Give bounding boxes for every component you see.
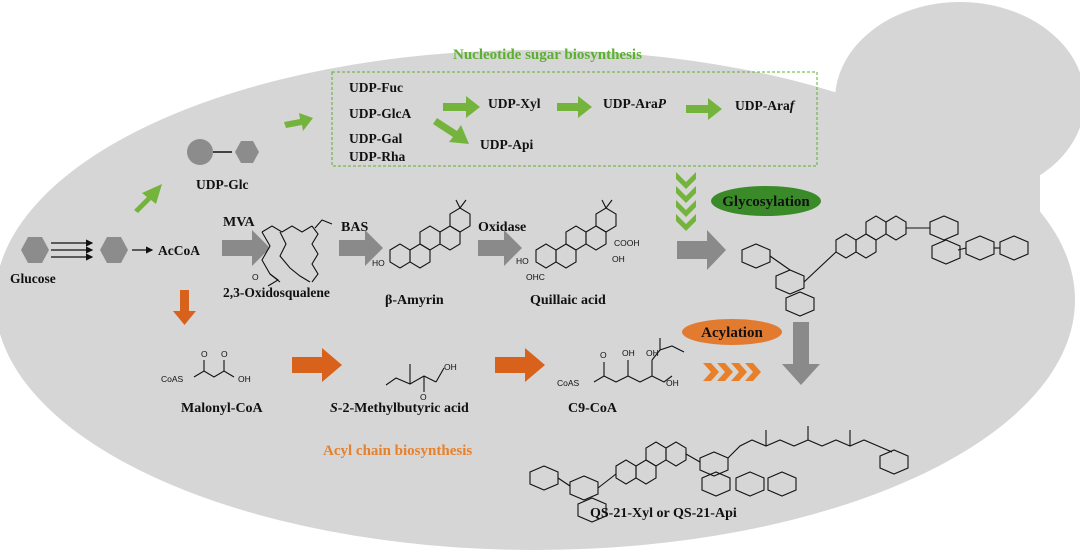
oxidosqualene-structure xyxy=(261,219,333,287)
gray-arrow-mva xyxy=(222,230,270,266)
methylbutyric-o-atom: O xyxy=(420,392,427,402)
acoa-label: AcCoA xyxy=(158,243,200,258)
qs21-structure xyxy=(529,426,909,523)
quillaic-oh-group: OH xyxy=(612,254,625,264)
glucose-label: Glucose xyxy=(10,271,56,286)
gray-arrow-oxidase xyxy=(478,230,522,266)
udp-api-label: UDP-Api xyxy=(480,137,533,152)
gray-arrow-glycosylation xyxy=(677,230,726,270)
glycosylation-label: Glycosylation xyxy=(722,194,810,210)
green-arrow-to-box xyxy=(284,113,313,131)
udp-xyl-label: UDP-Xyl xyxy=(488,96,541,111)
c9coa-oh-group-1: OH xyxy=(622,348,635,358)
amyrin-ho-group: HO xyxy=(372,258,385,268)
green-arrow-glca-api xyxy=(433,118,469,144)
c9coa-label: C9-CoA xyxy=(568,401,618,416)
udp-glc-label: UDP-Glc xyxy=(196,177,248,192)
quillaic-structure xyxy=(535,199,617,269)
udp-gal-label: UDP-Gal xyxy=(349,131,402,146)
amyrin-label: β-Amyrin xyxy=(385,293,444,308)
mva-label: MVA xyxy=(223,215,256,230)
glycosylation-chevrons xyxy=(676,172,696,231)
green-arrow-arap-araf xyxy=(686,98,722,120)
gray-arrows xyxy=(222,230,820,385)
quillaic-label: Quillaic acid xyxy=(530,293,606,308)
intermediate-hexagon-icon xyxy=(100,237,128,263)
oxidosqualene-label: 2,3-Oxidosqualene xyxy=(223,285,330,300)
acyl-section-title: Acyl chain biosynthesis xyxy=(323,443,472,459)
c9coa-coas-group: CoAS xyxy=(557,378,580,388)
udp-rha-label: UDP-Rha xyxy=(349,149,405,164)
acylation-chevrons xyxy=(703,363,761,381)
udp-glc-glyph xyxy=(187,139,259,165)
acylation-pill xyxy=(682,319,782,345)
c9coa-o-atom: O xyxy=(600,350,607,360)
malonyl-o-atom-2: O xyxy=(221,349,228,359)
orange-arrow-malonyl xyxy=(292,348,342,382)
orange-arrows xyxy=(173,290,545,382)
methylbutyric-structure xyxy=(385,364,445,392)
glycoside-structure xyxy=(741,215,1029,317)
quillaic-ho-group: HO xyxy=(516,256,529,266)
bas-label: BAS xyxy=(341,220,368,235)
green-arrow-glca-xyl xyxy=(443,96,480,118)
udp-glca-label: UDP-GlcA xyxy=(349,106,411,121)
oxidase-label: Oxidase xyxy=(478,220,526,235)
glycosylation-pill xyxy=(711,186,821,216)
udp-arap-label: UDP-AraP xyxy=(603,96,667,111)
gray-arrow-down-final xyxy=(782,322,820,385)
hexagon-icon xyxy=(235,141,259,163)
udp-fuc-label: UDP-Fuc xyxy=(349,80,403,95)
c9coa-oh-group-2: OH xyxy=(646,348,659,358)
malonyl-oh-group: OH xyxy=(238,374,251,384)
orange-arrow-down xyxy=(173,290,196,325)
malonyl-coa-label: Malonyl-CoA xyxy=(181,401,264,416)
amyrin-structure xyxy=(389,199,471,269)
acylation-label: Acylation xyxy=(701,325,763,341)
c9coa-oh-group-3: OH xyxy=(666,378,679,388)
green-arrows xyxy=(134,96,722,213)
orange-arrow-methyl xyxy=(495,348,545,382)
glucose-hexagon-icon xyxy=(21,237,49,263)
c9coa-structure xyxy=(593,338,685,383)
malonyl-coa-structure xyxy=(193,360,235,378)
quillaic-ohc-group: OHC xyxy=(526,272,545,282)
nucleotide-sugar-box xyxy=(331,71,818,167)
malonyl-o-atom-1: O xyxy=(201,349,208,359)
udp-araf-label: UDP-Araf xyxy=(735,98,796,113)
final-product-label: QS-21-Xyl or QS-21-Api xyxy=(590,506,737,521)
green-arrow-xyl-arap xyxy=(557,96,592,118)
nucleotide-section-title: Nucleotide sugar biosynthesis xyxy=(453,47,642,63)
gray-arrow-bas xyxy=(339,230,383,266)
malonyl-coas-group: CoAS xyxy=(161,374,184,384)
oxidosqualene-o-atom: O xyxy=(252,272,259,282)
methylbutyric-oh-group: OH xyxy=(444,362,457,372)
quillaic-cooh-group: COOH xyxy=(614,238,640,248)
triple-arrow xyxy=(51,239,94,261)
methylbutyric-label: S-2-Methylbutyric acid xyxy=(330,401,469,416)
green-arrow-to-udpglc xyxy=(134,184,162,213)
